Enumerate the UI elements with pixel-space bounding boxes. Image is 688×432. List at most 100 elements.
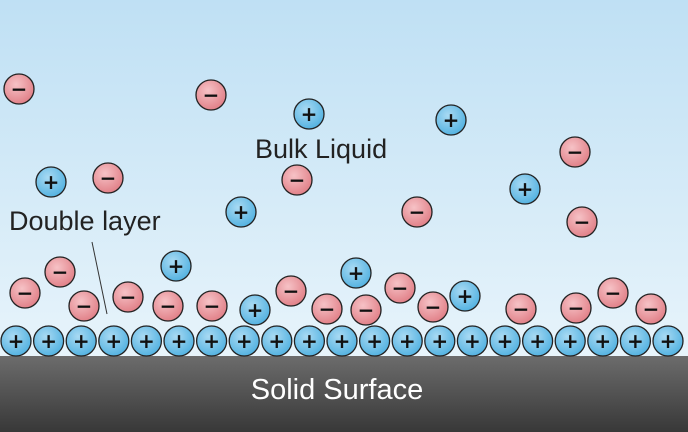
surface-positive-ion: + (424, 325, 456, 357)
minus-sign: − (643, 297, 660, 321)
minus-sign: − (17, 281, 34, 305)
surface-positive-ion: + (652, 325, 684, 357)
ion-circle (112, 281, 144, 313)
minus-sign: − (203, 83, 220, 107)
ion-circle (619, 325, 652, 357)
negative-ion: − (3, 73, 35, 105)
minus-sign: − (392, 276, 409, 300)
ion-circle (521, 325, 554, 357)
surface-positive-ion: + (228, 325, 260, 357)
ion-circle (559, 136, 591, 168)
plus-sign: + (168, 254, 185, 278)
ion-circle (424, 325, 456, 357)
plus-sign: + (562, 329, 579, 353)
positive-ion: + (293, 98, 325, 130)
plus-sign: + (443, 108, 460, 132)
negative-ion: − (195, 79, 227, 111)
ion-circle (239, 294, 271, 326)
ion-circle (311, 293, 343, 325)
negative-ion: − (559, 136, 591, 168)
surface-positive-ion: + (326, 325, 358, 357)
positive-ion: + (239, 294, 271, 326)
surface-positive-ion: + (195, 325, 228, 357)
surface-positive-ion: + (521, 325, 554, 357)
ion-circle (225, 196, 257, 228)
ion-circle (635, 293, 667, 325)
ion-circle (92, 162, 124, 194)
minus-sign: − (283, 279, 300, 303)
positive-ion: + (160, 250, 192, 282)
positive-ion: + (449, 280, 481, 312)
positive-ion: + (509, 173, 541, 205)
ion-circle (587, 325, 619, 357)
negative-ion: − (566, 206, 598, 238)
negative-ion: − (92, 162, 124, 194)
solid-surface (0, 356, 688, 432)
negative-ion: − (384, 272, 416, 304)
surface-positive-ion: + (293, 325, 326, 357)
plus-sign: + (517, 177, 534, 201)
surface-positive-ion: + (163, 325, 195, 357)
surface-positive-ion: + (489, 325, 521, 357)
ion-circle (275, 275, 307, 307)
plus-sign: + (138, 329, 155, 353)
ion-circle (68, 290, 100, 322)
ion-circle (358, 325, 391, 357)
minus-sign: − (120, 285, 137, 309)
minus-sign: − (76, 294, 93, 318)
minus-sign: − (605, 281, 622, 305)
ion-circle (35, 166, 67, 198)
negative-ion: − (9, 277, 41, 309)
ion-circle (152, 290, 184, 322)
minus-sign: − (513, 297, 530, 321)
ion-circle (489, 325, 521, 357)
minus-sign: − (574, 210, 591, 234)
surface-positive-ion: + (619, 325, 652, 357)
surface-positive-ion: + (130, 325, 163, 357)
ion-circle (350, 294, 382, 326)
plus-sign: + (431, 329, 448, 353)
ion-circle (554, 325, 586, 357)
negative-ion: − (417, 291, 449, 323)
ion-circle (652, 325, 684, 357)
plus-sign: + (233, 200, 250, 224)
surface-positive-ion: + (261, 325, 293, 357)
minus-sign: − (11, 77, 28, 101)
minus-sign: − (568, 296, 585, 320)
plus-sign: + (497, 329, 514, 353)
plus-sign: + (301, 102, 318, 126)
plus-sign: + (660, 329, 677, 353)
minus-sign: − (160, 294, 177, 318)
positive-ion: + (225, 196, 257, 228)
minus-sign: − (289, 168, 306, 192)
ion-circle (293, 325, 326, 357)
surface-positive-ion: + (391, 325, 423, 357)
ion-circle (340, 257, 372, 289)
plus-sign: + (399, 329, 416, 353)
bulk-liquid-label: Bulk Liquid (255, 134, 387, 164)
solid-surface-label: Solid Surface (251, 374, 424, 406)
ion-circle (597, 277, 629, 309)
ion-circle (566, 206, 598, 238)
surface-positive-ion: + (554, 325, 586, 357)
ion-circle (195, 325, 228, 357)
ion-circle (0, 325, 32, 357)
ion-circle (401, 196, 433, 228)
double-layer-pointer-line (91, 241, 108, 315)
ion-circle (509, 173, 541, 205)
plus-sign: + (105, 329, 122, 353)
negative-ion: − (635, 293, 667, 325)
surface-positive-ion: + (32, 325, 65, 357)
plus-sign: + (348, 261, 365, 285)
negative-ion: − (275, 275, 307, 307)
negative-ion: − (597, 277, 629, 309)
ion-circle (44, 256, 76, 288)
plus-sign: + (247, 298, 264, 322)
positive-ion: + (340, 257, 372, 289)
surface-positive-ion: + (98, 325, 130, 357)
surface-positive-ion: + (0, 325, 32, 357)
ion-circle (384, 272, 416, 304)
plus-sign: + (464, 329, 481, 353)
